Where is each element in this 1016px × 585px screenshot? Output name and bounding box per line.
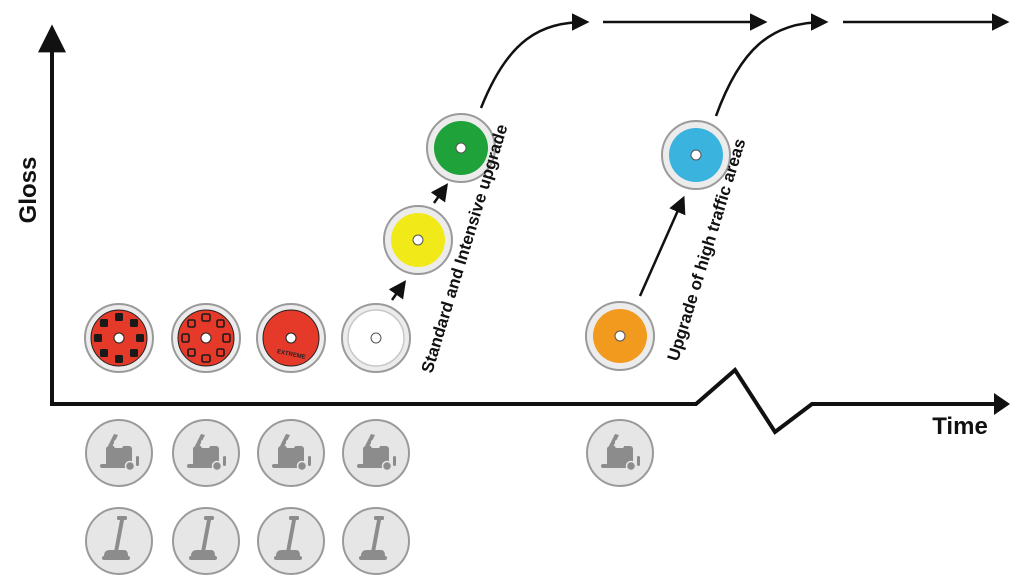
walk-behind-machine-icon bbox=[257, 507, 325, 575]
curve-blue-upward bbox=[714, 13, 829, 117]
yellow-pad bbox=[383, 205, 453, 275]
ride-on-scrubber-icon bbox=[172, 419, 240, 487]
arrow-orange-to-blue bbox=[638, 195, 686, 297]
walk-behind-machine-icon bbox=[172, 507, 240, 575]
ride-on-scrubber-icon bbox=[85, 419, 153, 487]
curve-green-upward bbox=[479, 13, 590, 109]
red-segmented-pad-2 bbox=[171, 303, 241, 373]
y-axis-label: Gloss bbox=[15, 157, 42, 224]
blue-pad bbox=[661, 120, 731, 190]
x-axis bbox=[50, 366, 1002, 435]
orange-pad bbox=[585, 301, 655, 371]
arrow-white-to-yellow bbox=[388, 280, 407, 301]
walk-behind-machine-icon bbox=[85, 507, 153, 575]
red-extreme-pad: EXTREME bbox=[256, 303, 326, 373]
white-pad bbox=[341, 303, 411, 373]
x-axis-label: Time bbox=[932, 413, 988, 440]
green-pad bbox=[426, 113, 496, 183]
walk-behind-machine-icon bbox=[342, 507, 410, 575]
ride-on-scrubber-icon bbox=[257, 419, 325, 487]
red-segmented-pad-1 bbox=[84, 303, 154, 373]
x-axis-arrowhead bbox=[994, 393, 1010, 415]
ride-on-scrubber-icon bbox=[342, 419, 410, 487]
ride-on-scrubber-icon bbox=[586, 419, 654, 487]
arrow-yellow-to-green bbox=[430, 183, 449, 204]
pad-extreme-text: EXTREME bbox=[276, 349, 306, 361]
